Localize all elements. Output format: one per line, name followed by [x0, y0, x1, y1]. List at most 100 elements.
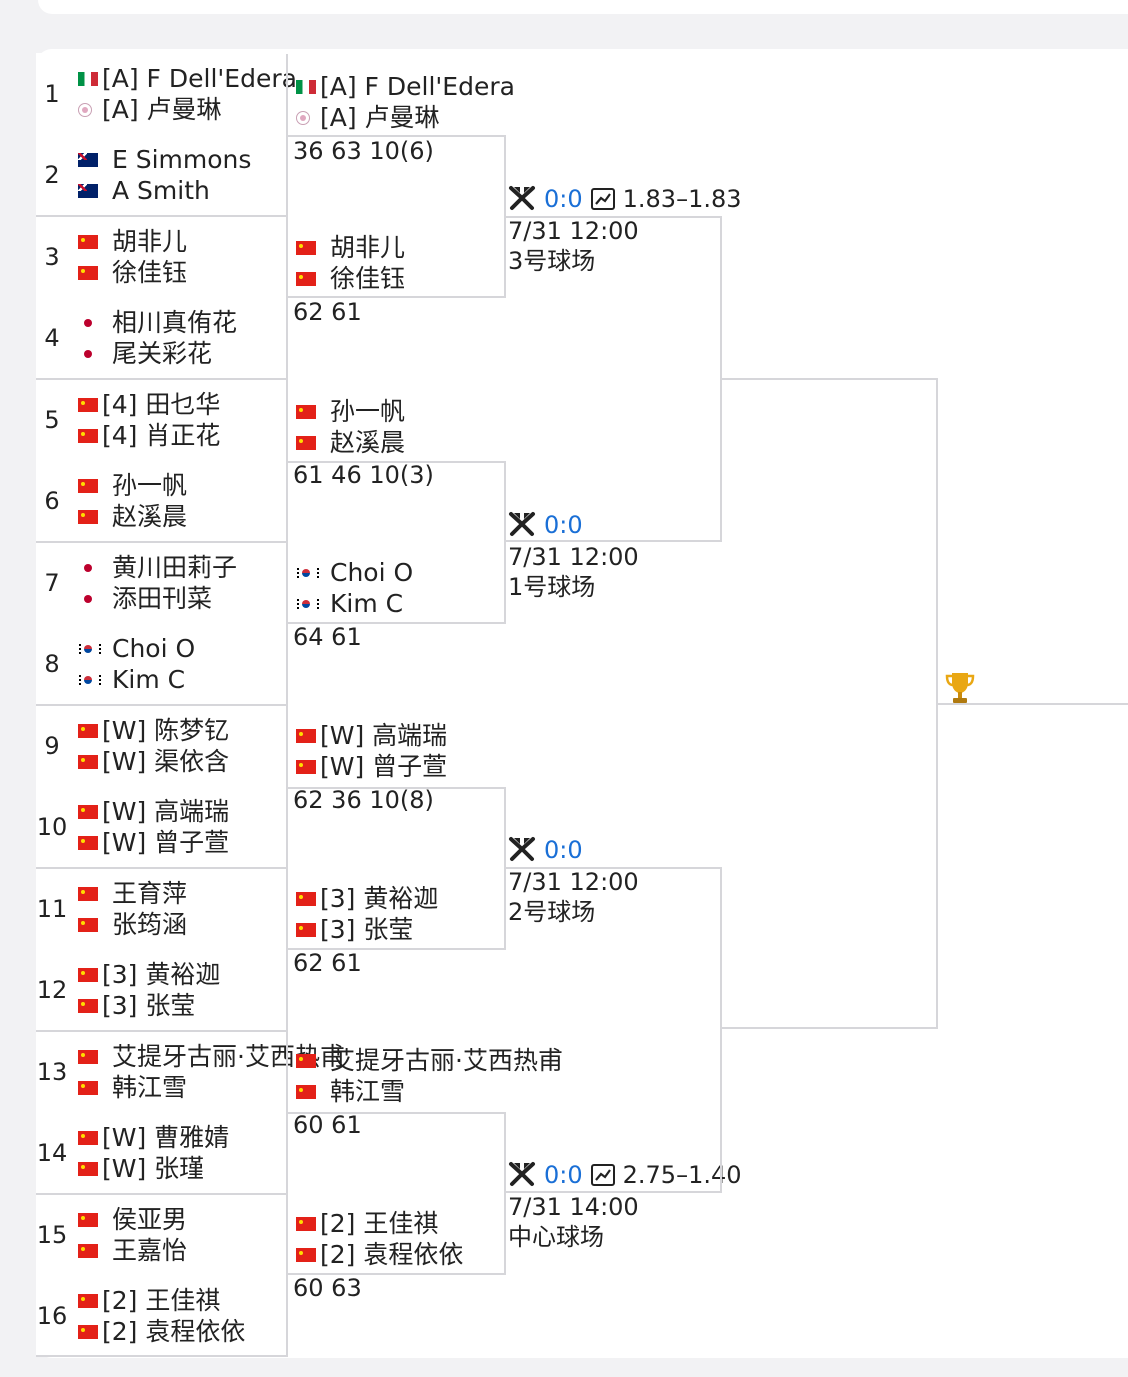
winner-name[interactable]: [2] 王佳祺 [320, 1209, 439, 1238]
winner-name[interactable]: Choi O [330, 558, 414, 587]
group-divider [36, 1355, 288, 1357]
match-score: 62 36 10(8) [293, 786, 434, 814]
player-name: 添田刊菜 [112, 584, 213, 613]
winner-name[interactable]: [W] 高端瑞 [320, 721, 448, 750]
round1-entry[interactable]: 12[3] 黄裕迦[3] 张莹 [36, 950, 288, 1031]
court-name: 1号球场 [508, 573, 596, 601]
player-name: [A] F Dell'Edera [102, 64, 297, 93]
winner-name[interactable]: [A] F Dell'Edera [320, 72, 515, 101]
round1-entry[interactable]: 10[W] 高端瑞[W] 曾子萱 [36, 787, 288, 868]
winner-name[interactable]: [2] 袁程依依 [320, 1240, 464, 1269]
cn-flag-icon [78, 1294, 98, 1308]
player-name: A Smith [112, 176, 210, 205]
group-divider [36, 215, 288, 217]
live-score[interactable]: 0:0 [544, 836, 583, 864]
winner-name[interactable]: [W] 曾子萱 [320, 752, 448, 781]
bracket-line [288, 948, 506, 950]
seed-number: 3 [44, 243, 60, 271]
match-score: 60 63 [293, 1274, 362, 1302]
kr-flag-icon [78, 642, 101, 656]
badminton-icon [508, 836, 536, 862]
match-score: 61 46 10(3) [293, 461, 434, 489]
round1-entry[interactable]: 9[W] 陈梦钇[W] 渠依含 [36, 706, 288, 787]
bracket-line [720, 216, 722, 542]
winner-name[interactable]: [3] 张莹 [320, 915, 414, 944]
seed-number: 7 [44, 569, 60, 597]
odds-value[interactable]: 1.83–1.83 [622, 185, 742, 213]
player-name: [3] 张莹 [102, 991, 196, 1020]
cn-flag-icon [78, 918, 98, 932]
match-score: 60 61 [293, 1111, 362, 1139]
winner-name[interactable]: [3] 黄裕迦 [320, 884, 439, 913]
match-status-row[interactable]: 0:0 [508, 835, 583, 865]
bracket-line [506, 540, 721, 542]
bracket-line [288, 1273, 506, 1275]
cn-flag-icon [296, 272, 316, 286]
round1-entry[interactable]: 1[A] F Dell'Edera[A] 卢曼琳 [36, 54, 297, 135]
winner-name[interactable]: 赵溪晨 [330, 428, 406, 457]
odds-chart-icon[interactable] [590, 1164, 615, 1186]
match-score: 62 61 [293, 949, 362, 977]
seed-number: 10 [36, 813, 68, 841]
live-score[interactable]: 0:0 [544, 1161, 583, 1189]
cn-flag-icon [78, 724, 98, 738]
winner-name[interactable]: [A] 卢曼琳 [320, 103, 440, 132]
winner-name[interactable]: 胡非儿 [330, 233, 406, 262]
match-time: 7/31 12:00 [508, 868, 639, 896]
player-name: 胡非儿 [112, 227, 188, 256]
live-score[interactable]: 0:0 [544, 511, 583, 539]
player-name: 尾关彩花 [112, 339, 213, 368]
seed-number: 4 [44, 324, 60, 352]
match-status-row[interactable]: 0:0 [508, 510, 583, 540]
seed-number: 14 [36, 1139, 68, 1167]
cn-flag-icon [296, 1248, 316, 1262]
winner-name[interactable]: 孙一帆 [330, 397, 406, 426]
odds-value[interactable]: 2.75–1.40 [622, 1161, 742, 1189]
bracket-line [722, 378, 938, 380]
winner-name[interactable]: 韩江雪 [330, 1077, 406, 1106]
match-status-row[interactable]: 0:0 1.83–1.83 [508, 184, 742, 214]
badminton-icon [508, 185, 536, 211]
seed-number: 11 [36, 895, 68, 923]
player-name: 张筠涵 [112, 910, 188, 939]
seed-number: 16 [36, 1302, 68, 1330]
bracket-line [288, 787, 506, 789]
badminton-icon [508, 1161, 536, 1187]
player-name: [W] 张瑾 [102, 1154, 205, 1183]
group-divider [36, 541, 288, 543]
bracket-line [288, 296, 506, 298]
winner-name[interactable]: 徐佳钰 [330, 264, 406, 293]
winner-name[interactable]: Kim C [330, 589, 404, 618]
round1-entry[interactable]: 16[2] 王佳祺[2] 袁程依依 [36, 1276, 288, 1357]
court-name: 3号球场 [508, 247, 596, 275]
match-time: 7/31 12:00 [508, 543, 639, 571]
round1-right-border [286, 54, 288, 1357]
player-name: Choi O [112, 634, 196, 663]
cn-flag-icon [78, 1131, 98, 1145]
match-status-row[interactable]: 0:0 2.75–1.40 [508, 1160, 742, 1190]
cn-flag-icon [78, 398, 98, 412]
group-divider [36, 378, 288, 380]
cn-flag-icon [78, 968, 98, 982]
round1-entry[interactable]: 5[4] 田乜华[4] 肖正花 [36, 380, 288, 461]
seed-number: 2 [44, 161, 60, 189]
winner-name[interactable]: 艾提牙古丽·艾西热甫 [330, 1046, 563, 1075]
live-score[interactable]: 0:0 [544, 185, 583, 213]
bracket-line [288, 1112, 506, 1114]
round1-entry[interactable]: 14[W] 曹雅婧[W] 张瑾 [36, 1113, 288, 1194]
cn-flag-icon [78, 479, 98, 493]
seed-number: 9 [44, 732, 60, 760]
bracket-line [720, 867, 722, 1193]
odds-chart-icon[interactable] [590, 188, 615, 210]
cn-flag-icon [296, 241, 316, 255]
jp-flag-icon [78, 561, 98, 575]
